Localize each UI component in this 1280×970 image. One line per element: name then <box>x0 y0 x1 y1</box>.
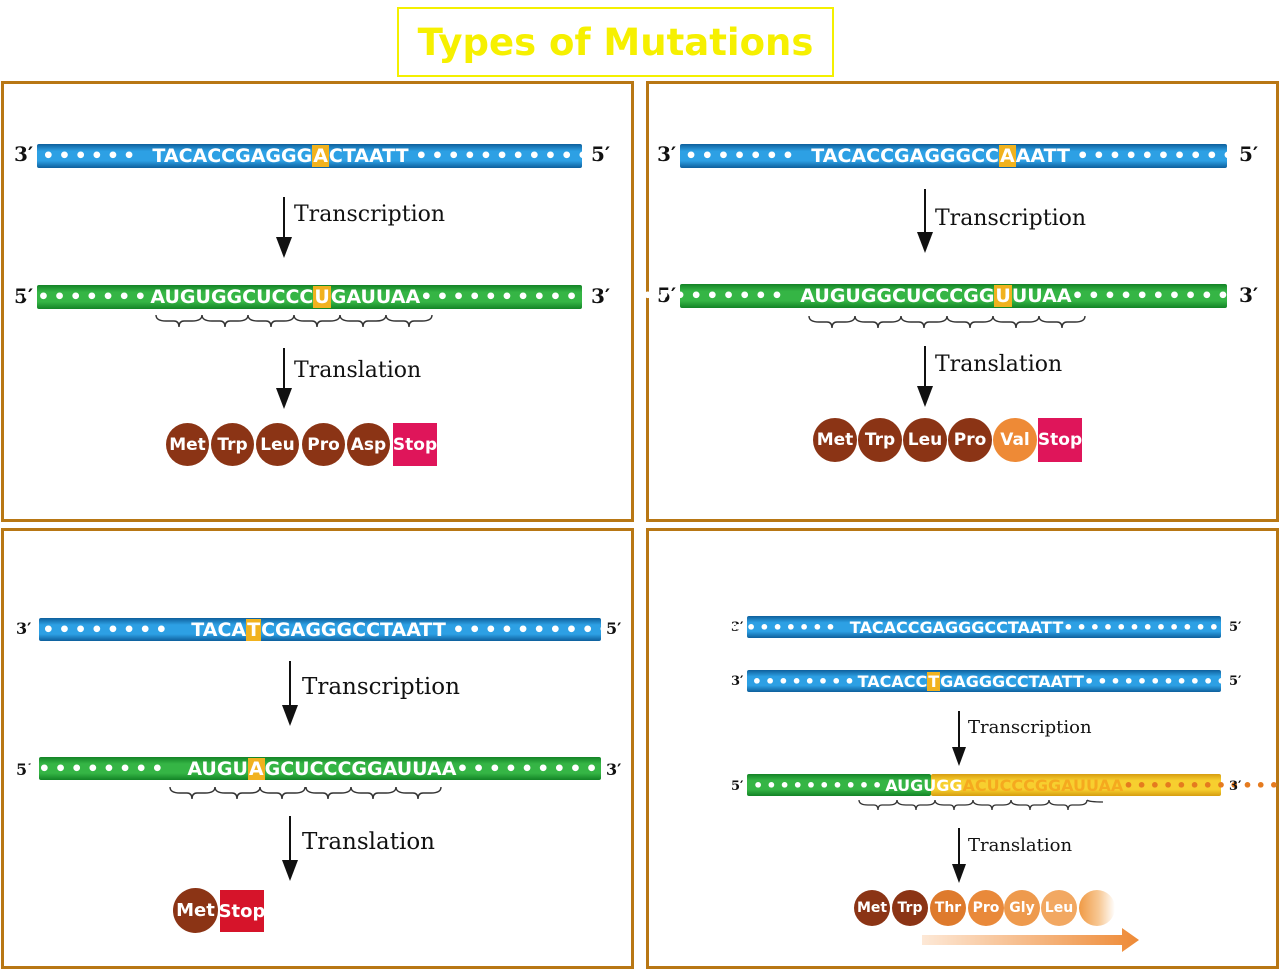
dna1-right-end: 5′ <box>1229 620 1242 635</box>
codon-braces <box>155 314 433 328</box>
dna-right-end: 5′ <box>1239 142 1259 166</box>
dna-seq-post: AATT <box>1015 145 1071 167</box>
amino-acid-gly-shifted: Gly <box>1004 890 1040 926</box>
amino-acid-trp: Trp <box>858 418 902 462</box>
amino-acid-met: Met <box>854 890 890 926</box>
dna-right-end: 5′ <box>591 142 611 166</box>
transcription-arrow <box>282 661 298 726</box>
transcription-arrow <box>276 197 292 258</box>
dna2-right-end: 5′ <box>1229 674 1242 689</box>
translation-label: Translation <box>294 358 422 383</box>
amino-acid-met: Met <box>166 423 209 466</box>
rna-left-end: 5′ <box>731 779 744 794</box>
translation-arrow <box>952 828 966 883</box>
dna-seq-pre: TACACCGAGGGCC <box>811 145 999 167</box>
dna-left-end: 3′ <box>16 619 32 638</box>
amino-acid-pro: Pro <box>302 423 345 466</box>
frameshift-continuation-arrow <box>922 928 1139 952</box>
rna-left-end: 5′ <box>16 760 32 779</box>
rna-seq-pre: AUGUGGCUCCC <box>150 286 314 308</box>
dna1-seq: TACACCGAGGGCCTAATT <box>849 617 1064 637</box>
dna-seq-post: CGAGGGCCTAATT <box>261 618 446 641</box>
dna2-seq-pre: TACACC <box>857 671 928 691</box>
rna-right-end: 3′ <box>1239 283 1259 307</box>
transcription-arrow <box>917 189 933 253</box>
amino-acid-val-changed: Val <box>993 418 1037 462</box>
dna-mutation: A <box>999 145 1016 167</box>
amino-acid-pro-shifted: Pro <box>968 890 1004 926</box>
rna-seq-pre: AUGUGG <box>885 775 963 795</box>
translation-label: Translation <box>935 352 1063 377</box>
dna-mutation: T <box>246 618 262 641</box>
dna-right-end: 5′ <box>606 619 622 638</box>
translation-arrow <box>276 348 292 409</box>
rna-left-end: 5′ <box>14 284 34 308</box>
codon-braces <box>169 786 442 800</box>
transcription-arrow <box>952 711 966 766</box>
amino-acid-trp: Trp <box>211 423 254 466</box>
page-title: Types of Mutations <box>417 20 814 64</box>
rna-right-end: 3′ <box>606 760 622 779</box>
dna-left-end: 3′ <box>657 142 677 166</box>
rna-mutation: U <box>994 285 1012 307</box>
stop-codon: Stop <box>393 423 437 466</box>
amino-acid-leu: Leu <box>256 423 299 466</box>
rna-seq-post: GAUUAA <box>330 286 421 308</box>
amino-acid-continuing <box>1079 890 1115 926</box>
panel-frameshift: 3′ •••••••••• TACACCGAGGGCCTAATT••••••••… <box>646 528 1280 969</box>
dna-mutation: A <box>312 145 329 167</box>
amino-acid-leu-shifted: Leu <box>1041 890 1077 926</box>
amino-acid-asp: Asp <box>347 423 390 466</box>
amino-acid-leu: Leu <box>903 418 947 462</box>
amino-acid-thr-shifted: Thr <box>930 890 966 926</box>
amino-acid-met: Met <box>173 888 218 933</box>
rna-seq-pre: AUGU <box>187 757 248 780</box>
rna-seq-pre: AUGUGGCUCCCGG <box>800 285 995 307</box>
rna-seq-shifted: ACUCCCGGAUUAA <box>962 775 1124 795</box>
rna-mutation: A <box>247 757 265 780</box>
title-box: Types of Mutations <box>397 7 834 77</box>
dna-seq-pre: TACACCGAGGG <box>152 145 313 167</box>
dna-seq-post: CTAATT <box>328 145 409 167</box>
rna-left-end: 5′ <box>657 283 677 307</box>
rna-mutation: U <box>313 286 331 308</box>
dna-strand-original: •••••••••• TACACCGAGGGCCTAATT•••••••••••… <box>706 616 1262 638</box>
amino-acid-met: Met <box>813 418 857 462</box>
dna2-left-end: 3′ <box>731 674 744 689</box>
dna1-left-end: 3′ <box>731 620 744 635</box>
transcription-label: Transcription <box>302 674 460 700</box>
dna2-seq-post: GAGGGCCTAATT <box>940 671 1084 691</box>
codon-braces <box>808 315 1086 329</box>
dna-left-end: 3′ <box>14 142 34 166</box>
codon-braces <box>858 799 1104 811</box>
translation-label: Translation <box>968 835 1073 856</box>
transcription-label: Transcription <box>935 206 1087 231</box>
rna-right-end: 3′ <box>591 284 611 308</box>
amino-acid-pro: Pro <box>948 418 992 462</box>
dna2-insertion: T <box>927 671 941 691</box>
stop-codon: Stop <box>219 890 265 932</box>
stop-codon: Stop <box>1038 418 1082 462</box>
rna-seq-post: GCUCCCGGAUUAA <box>264 757 457 780</box>
translation-label: Translation <box>302 829 435 855</box>
rna-right-end: 3′ <box>1229 779 1242 794</box>
dna-seq-pre: TACA <box>191 618 247 641</box>
amino-acid-trp: Trp <box>892 890 928 926</box>
rna-seq-post: UUAA <box>1011 285 1072 307</box>
translation-arrow <box>917 346 933 407</box>
translation-arrow <box>282 816 298 881</box>
transcription-label: Transcription <box>294 202 446 227</box>
transcription-label: Transcription <box>968 717 1092 738</box>
